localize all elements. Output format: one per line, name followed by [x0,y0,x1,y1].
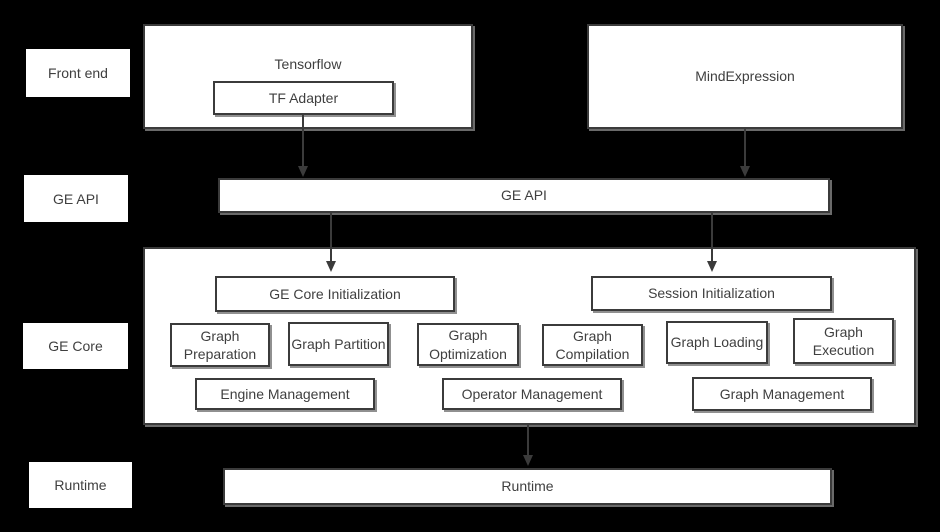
arrow-tfadapter-to-geapi-head [298,166,308,177]
graph-compilation-box: Graph Compilation [542,324,643,366]
session-initialization-box: Session Initialization [591,276,832,311]
arrow-tfadapter-to-geapi-line [302,113,304,167]
ge-core-box: GE Core Initialization Session Initializ… [143,247,916,425]
graph-optimization-box: Graph Optimization [417,323,519,366]
arrow-geapi-to-sessioninit-head [707,261,717,272]
engine-management-box: Engine Management [195,378,375,410]
graph-management-box: Graph Management [692,377,872,411]
row-label-ge-core: GE Core [23,323,128,369]
arrow-geapi-to-gecoreinit-line [330,213,332,262]
operator-management-box: Operator Management [442,378,622,410]
graph-execution-box: Graph Execution [793,318,894,364]
arrow-mindexpression-to-geapi-head [740,166,750,177]
row-label-ge-api: GE API [24,175,128,222]
tensorflow-title: Tensorflow [274,56,342,72]
row-label-front-end: Front end [26,49,130,97]
mindexpression-box: MindExpression [587,24,903,129]
runtime-bar: Runtime [223,468,832,505]
graph-loading-box: Graph Loading [666,321,768,364]
ge-core-initialization-box: GE Core Initialization [215,276,455,312]
arrow-gecore-to-runtime-head [523,455,533,466]
graph-preparation-box: Graph Preparation [170,323,270,367]
arrow-geapi-to-sessioninit-line [711,213,713,262]
arrow-gecore-to-runtime-line [527,425,529,456]
row-label-runtime: Runtime [29,462,132,508]
tf-adapter-box: TF Adapter [213,81,394,115]
graph-partition-box: Graph Partition [288,322,389,366]
arrow-mindexpression-to-geapi-line [744,129,746,167]
arrow-geapi-to-gecoreinit-head [326,261,336,272]
ge-api-bar: GE API [218,178,830,213]
tensorflow-box: Tensorflow TF Adapter [143,24,473,129]
